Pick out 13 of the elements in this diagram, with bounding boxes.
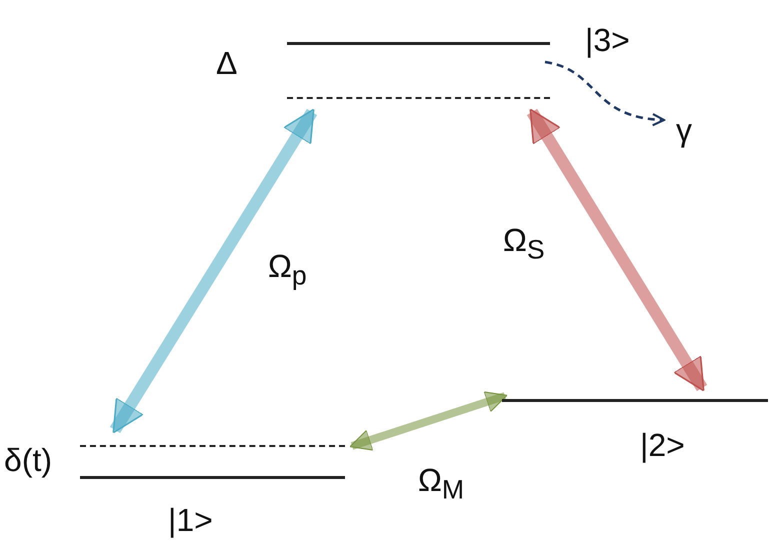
rabi-frequency-label: Ω$_{S}$ [503,222,545,266]
detuning-label: Δ [216,45,238,81]
decay-arrow [544,60,666,126]
rabi-frequency-label: Ω$_{M}$ [418,462,464,506]
double-arrow [526,108,708,392]
decay-label: γ [676,112,692,148]
double-arrow [110,108,318,434]
level-label: |1> [168,502,213,538]
detuning-label: δ(t) [4,442,52,478]
level-label: |3> [585,22,630,58]
rabi-frequency-label: Ω$_{p}$ [268,248,307,292]
double-arrow [350,391,508,451]
level-label: |2> [640,427,685,463]
